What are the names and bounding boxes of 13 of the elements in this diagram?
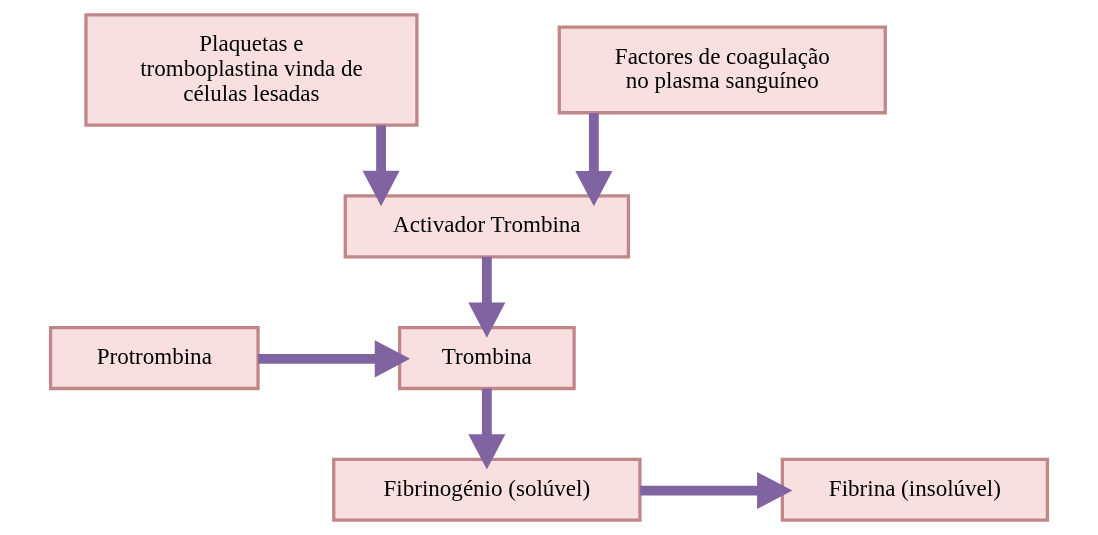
node-box: Plaquetas e tromboplastina vinda de células lesadas — [84, 13, 419, 127]
node-box: Trombina — [397, 325, 576, 391]
arrow — [362, 125, 400, 207]
arrow — [640, 472, 793, 510]
arrow — [258, 340, 411, 378]
node-box: Fibrina (insolúvel) — [780, 457, 1050, 522]
arrow — [468, 256, 506, 338]
node-box: Activador Trombina — [343, 194, 631, 259]
node-box: Fibrinogénio (solúvel) — [332, 457, 642, 522]
node-box: Protrombina — [48, 325, 260, 391]
arrow — [575, 113, 613, 207]
node-box: Factores de coagulação no plasma sanguíneo — [557, 25, 887, 115]
arrow — [468, 388, 506, 470]
